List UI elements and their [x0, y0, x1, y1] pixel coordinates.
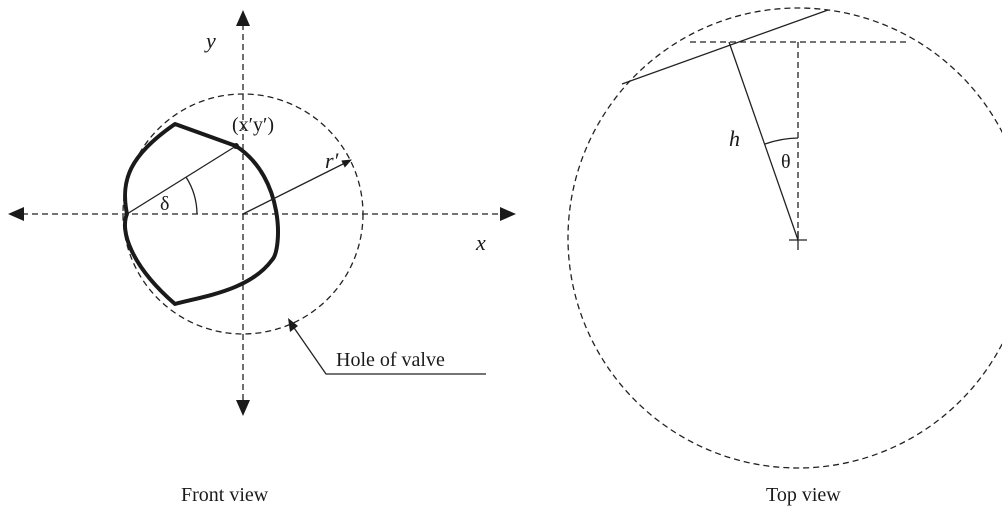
y-axis-arrow-top [236, 10, 250, 26]
front-view-caption: Front view [181, 484, 269, 506]
delta-angle-label: δ [160, 193, 169, 215]
h-label: h [729, 126, 740, 151]
y-axis-label: y [204, 28, 216, 53]
front-view-figure: y x (x′y′) r′ δ Hole of valve Front view [8, 10, 516, 506]
radius-label: r′ [325, 148, 340, 173]
x-axis-arrow-right [500, 207, 516, 221]
top-view-circle [567, 7, 1002, 469]
callout-label: Hole of valve [336, 349, 445, 371]
top-view-figure: h θ Top view [567, 7, 1002, 506]
theta-angle-arc [764, 137, 799, 145]
x-axis-arrow-left [8, 207, 24, 221]
callout-arrowhead [288, 318, 298, 332]
delta-ray [126, 145, 237, 215]
x-axis-label: x [475, 230, 486, 255]
point-coordinate-label: (x′y′) [232, 114, 274, 136]
solid-chord [621, 9, 829, 85]
h-line [728, 41, 799, 241]
y-axis-arrow-bottom [236, 400, 250, 416]
radius-arrow [242, 159, 352, 215]
callout-leader [289, 321, 486, 375]
delta-angle-arc [185, 176, 198, 215]
top-view-caption: Top view [766, 484, 841, 506]
valve-opening-outline [122, 122, 280, 306]
theta-angle-label: θ [781, 151, 791, 173]
